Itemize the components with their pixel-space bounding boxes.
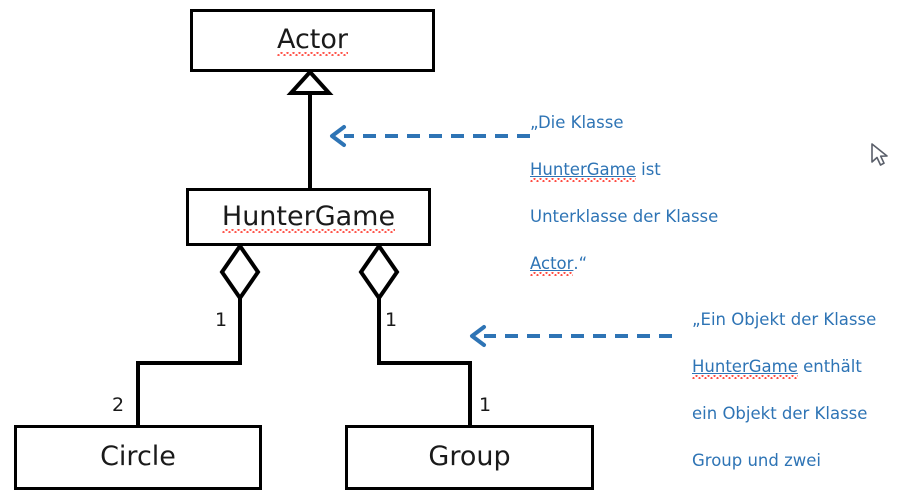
annotation-line-rest: enthält — [797, 357, 862, 377]
callout-arrow-generalization — [330, 125, 530, 147]
annotation-aggregation: „Ein Objekt der Klasse HunterGame enthäl… — [692, 285, 897, 500]
annotation-line: Objekte der Klasse — [692, 496, 897, 500]
annotation-line: „Ein Objekt der Klasse — [692, 310, 877, 330]
hollow-diamond-marker-circle — [219, 242, 261, 302]
multiplicity-label-group-target: 1 — [479, 394, 492, 416]
class-box-circle[interactable]: Circle — [14, 425, 262, 490]
annotation-line-rest: .“ — [573, 253, 588, 273]
annotation-line: Unterklasse der Klasse — [530, 207, 719, 227]
misspelled-word-huntergame: HunterGame — [530, 160, 636, 180]
aggregation-connector-huntergame-circle — [136, 242, 261, 427]
aggregation-connector-huntergame-group — [358, 242, 472, 427]
hollow-triangle-marker — [286, 69, 334, 95]
hollow-diamond-marker-group — [358, 242, 400, 302]
annotation-line: ein Objekt der Klasse — [692, 404, 868, 424]
annotation-line: „Die Klasse — [530, 113, 624, 133]
annotation-line: HunterGame ist — [530, 158, 740, 181]
annotation-line: Group und zwei — [692, 450, 822, 470]
annotation-generalization: „Die Klasse HunterGame ist Unterklasse d… — [530, 88, 740, 299]
multiplicity-label-circle-source: 1 — [215, 309, 228, 331]
class-name-huntergame: HunterGame — [221, 200, 396, 233]
class-box-huntergame[interactable]: HunterGame — [186, 188, 431, 246]
annotation-line-rest: ist — [635, 160, 661, 180]
misspelled-word-actor: Actor — [530, 253, 574, 273]
annotation-line: HunterGame enthält — [692, 355, 897, 378]
class-box-group[interactable]: Group — [345, 425, 594, 490]
generalization-connector-huntergame-actor — [286, 69, 334, 188]
misspelled-word-huntergame: HunterGame — [692, 357, 798, 377]
multiplicity-label-circle-target: 2 — [112, 394, 125, 416]
callout-arrow-aggregation — [470, 325, 672, 347]
annotation-line: Actor.“ — [530, 252, 740, 275]
class-box-actor[interactable]: Actor — [190, 9, 435, 72]
class-name-group: Group — [428, 441, 511, 472]
multiplicity-label-group-source: 1 — [385, 309, 398, 331]
class-name-actor: Actor — [276, 24, 349, 56]
class-name-circle: Circle — [100, 441, 176, 472]
mouse-cursor-icon — [871, 143, 888, 166]
